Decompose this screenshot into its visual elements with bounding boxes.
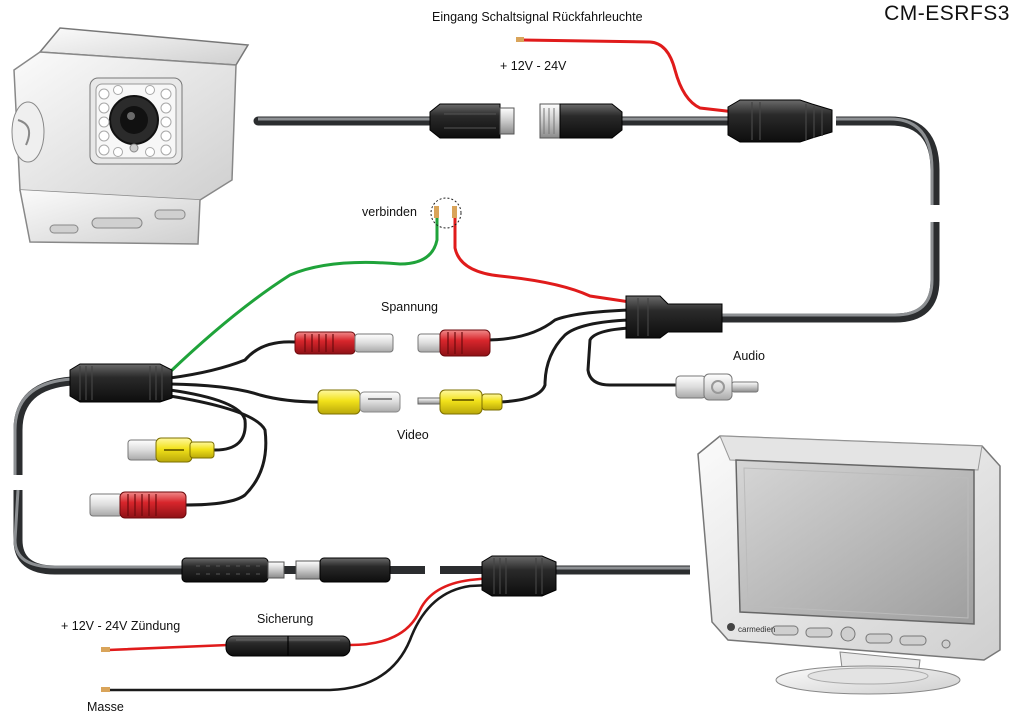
wire-tips [101,37,524,692]
rca-left-red [89,491,187,519]
power-splice [481,555,557,597]
rca-audio [675,373,759,401]
brand-logo-icon [727,623,735,631]
thin-wires [106,38,737,692]
label-input-signal: Eingang Schaltsignal Rückfahrleuchte [432,10,643,24]
fuse-holder [225,635,351,657]
label-audio: Audio [733,349,765,363]
monitor-brand: carmedien [738,625,775,634]
label-connect: verbinden [362,205,417,219]
left-splitter [69,363,173,403]
signal-splice [727,99,833,143]
bottom-connector-middle [295,557,391,583]
camera [11,27,250,245]
label-ground: Masse [87,700,124,714]
model-code: CM-ESRFS3 [884,2,1010,25]
label-voltage-top: + 12V - 24V [500,59,567,73]
rca-power-female [417,329,491,357]
connect-point-marker [430,197,462,229]
rca-video-male [317,389,401,415]
rca-power-male [294,331,394,355]
label-ignition: + 12V - 24V Zündung [61,619,181,633]
rca-video-female [417,389,503,415]
monitor: carmedien [697,435,1001,695]
label-fuse: Sicherung [257,612,314,626]
label-video: Video [397,428,429,442]
rca-left-yellow [127,437,215,463]
label-power: Spannung [381,300,439,314]
extension-cable-connector [539,103,623,139]
camera-cable-connector [429,103,515,139]
right-splitter [625,295,723,339]
bottom-connector-left [181,557,285,583]
